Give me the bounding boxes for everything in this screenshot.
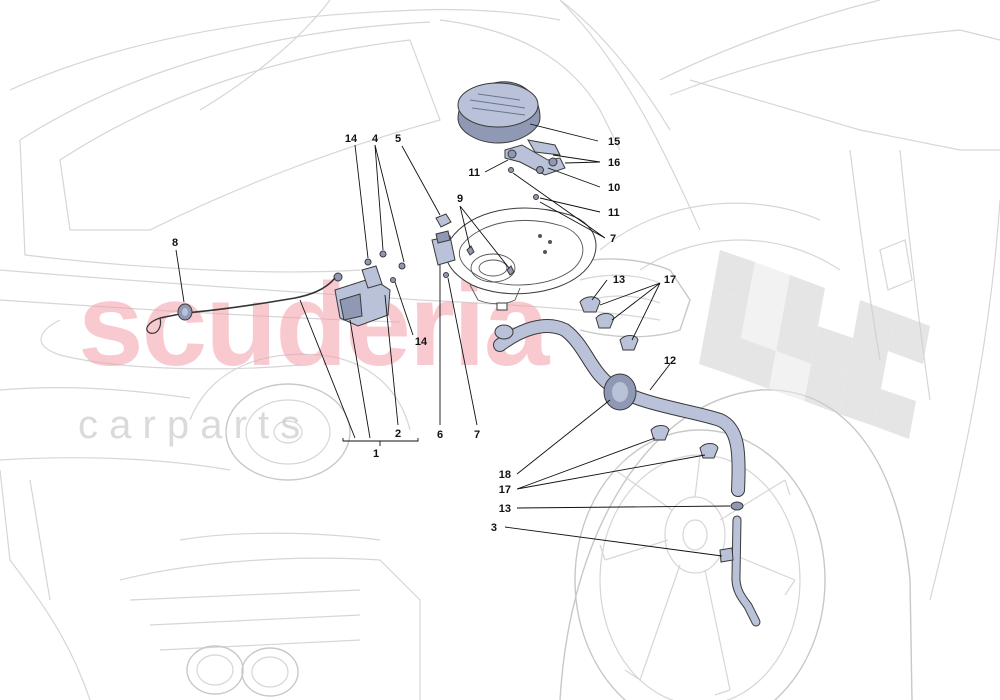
callout-14-upper: 14 bbox=[345, 133, 358, 145]
callout-1: 1 bbox=[373, 448, 379, 460]
callout-2: 2 bbox=[395, 428, 401, 440]
callout-7-lower: 7 bbox=[474, 429, 480, 441]
fuel-cap bbox=[457, 81, 541, 144]
callout-13-upper: 13 bbox=[613, 274, 625, 286]
callout-10: 10 bbox=[608, 182, 620, 194]
callout-12: 12 bbox=[664, 355, 676, 367]
callout-5: 5 bbox=[395, 133, 401, 145]
hinge-bracket bbox=[504, 139, 566, 200]
callout-18: 18 bbox=[499, 469, 511, 481]
callout-8: 8 bbox=[172, 237, 178, 249]
callout-17-lower: 17 bbox=[499, 484, 511, 496]
callout-6: 6 bbox=[437, 429, 443, 441]
filler-housing bbox=[445, 207, 597, 305]
hose-clamps bbox=[579, 296, 719, 459]
watermark: scuderia c a r p a r t s bbox=[78, 250, 930, 447]
callout-13-lower: 13 bbox=[499, 503, 511, 515]
callout-17-upper: 17 bbox=[664, 274, 676, 286]
callout-11-right: 11 bbox=[608, 207, 620, 219]
lid-actuator bbox=[431, 213, 456, 278]
checkered-flag-icon bbox=[699, 250, 930, 439]
callout-11-left: 11 bbox=[468, 167, 480, 179]
callout-9: 9 bbox=[457, 193, 463, 205]
leader-lines bbox=[175, 123, 731, 557]
callout-labels: 1 2 3 4 5 6 7 7 8 9 10 11 11 12 13 13 14… bbox=[172, 133, 676, 534]
callout-3: 3 bbox=[491, 522, 497, 534]
callout-7-upper: 7 bbox=[610, 233, 616, 245]
filler-hose bbox=[493, 302, 746, 497]
callout-16: 16 bbox=[608, 157, 620, 169]
callout-4: 4 bbox=[372, 133, 379, 145]
release-cable bbox=[146, 277, 336, 334]
lock-motor bbox=[333, 250, 406, 327]
callout-14-lower: 14 bbox=[415, 336, 428, 348]
vent-pipe bbox=[719, 501, 761, 627]
watermark-sub: c a r p a r t s bbox=[78, 403, 300, 447]
callout-15: 15 bbox=[608, 136, 620, 148]
